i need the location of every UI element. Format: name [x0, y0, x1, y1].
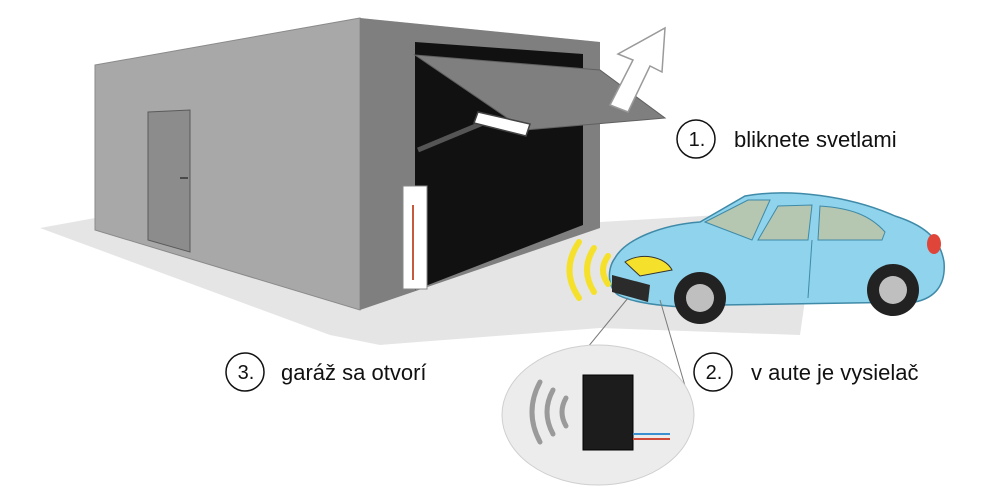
garage-door-panel	[413, 54, 667, 131]
step-2-number-circle	[693, 352, 733, 392]
step-2: 2. v aute je vysielač	[693, 352, 919, 392]
car-door-line	[807, 239, 813, 299]
signal-wave-1	[600, 253, 611, 287]
car	[608, 192, 945, 324]
garage-side-door	[147, 109, 191, 253]
car-windshield	[703, 199, 771, 241]
step-2-number: 2.	[706, 362, 723, 384]
car-front-window	[757, 204, 813, 241]
step-3: 3. garáž sa otvorí	[225, 352, 427, 392]
light-signal-waves	[566, 239, 611, 301]
signal-wave-2	[584, 245, 597, 295]
garage-building	[94, 17, 667, 311]
car-front-hub	[686, 284, 714, 312]
step-3-number-circle	[225, 352, 265, 392]
transmitter-box	[582, 374, 634, 451]
transmitter-wave-1	[559, 395, 569, 429]
step-1-number-circle	[676, 119, 716, 159]
transmitter-waves	[529, 379, 569, 445]
car-bumper	[612, 275, 650, 302]
transmitter-wave-3	[529, 379, 543, 445]
car-rear-hub	[879, 276, 907, 304]
door-light	[473, 111, 531, 137]
receiver-post	[402, 185, 428, 290]
step-3-number: 3.	[238, 362, 255, 384]
car-headlight	[624, 255, 673, 277]
step-2-text: v aute je vysielač	[751, 360, 919, 385]
car-rear-window	[817, 205, 886, 241]
step-1: 1. bliknete svetlami	[676, 119, 897, 159]
car-tail-light	[927, 234, 941, 254]
transmitter-wave-2	[544, 387, 556, 437]
step-1-text: bliknete svetlami	[734, 127, 897, 152]
open-arrow-icon	[608, 26, 666, 113]
step-1-number: 1.	[689, 129, 706, 151]
signal-wave-3	[566, 239, 582, 301]
step-3-text: garáž sa otvorí	[281, 360, 427, 385]
garage-front-wall	[94, 17, 361, 311]
